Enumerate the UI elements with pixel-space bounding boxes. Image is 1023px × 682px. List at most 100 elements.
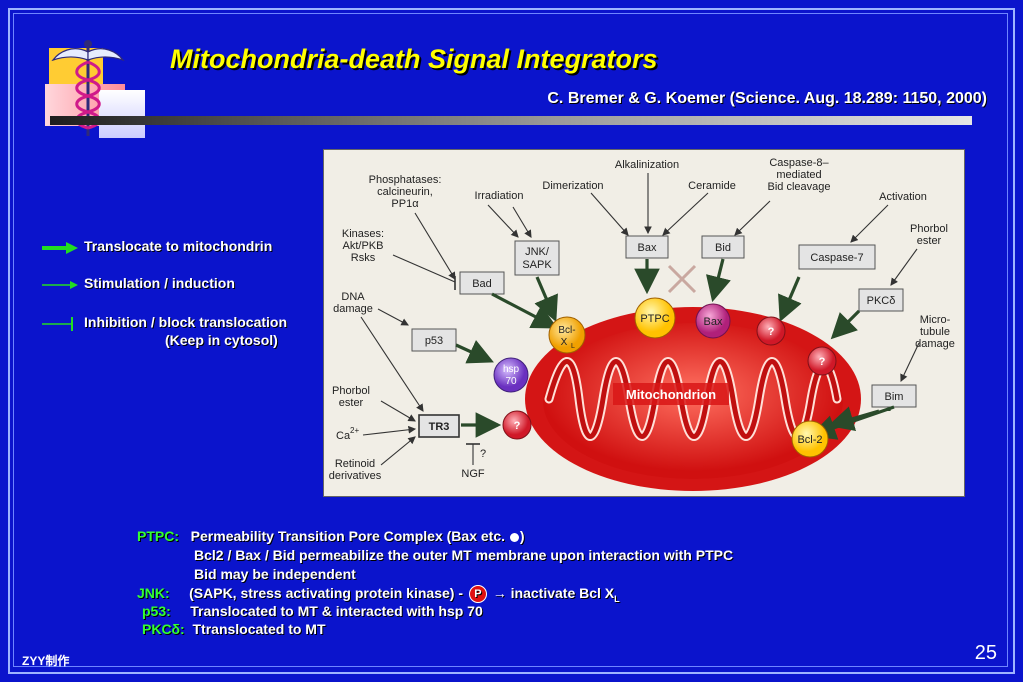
box-bid-label: Bid bbox=[715, 242, 731, 254]
note-pkc-key: PKCδ: bbox=[142, 621, 185, 637]
circle-hsp70: hsp 70 bbox=[493, 357, 529, 393]
box-tr3-label: TR3 bbox=[429, 421, 450, 433]
mitochondrion: Mitochondrion bbox=[525, 307, 861, 491]
box-tr3: TR3 bbox=[418, 414, 460, 438]
legend-inhibition-sub: (Keep in cytosol) bbox=[165, 332, 278, 348]
note-ptpc-line3: Bid may be independent bbox=[194, 566, 356, 582]
note-jnk-sub: L bbox=[614, 593, 620, 604]
box-jnk: JNK/ SAPK bbox=[514, 240, 560, 276]
circle-question-1-label: ? bbox=[768, 326, 775, 338]
label-retinoid-1: Retinoid bbox=[335, 458, 375, 470]
footer-credit: ZYY制作 bbox=[22, 654, 70, 668]
box-pkc-label: PKCδ bbox=[867, 295, 896, 307]
note-ptpc-key: PTPC: bbox=[137, 528, 179, 544]
diagram-circles: PTPC Bax Bcl- X L hsp 70 ? bbox=[493, 297, 837, 458]
label-caspase8-1: Caspase-8– bbox=[769, 157, 829, 169]
phosphate-icon: P bbox=[468, 585, 487, 604]
label-phorbol-left-1: Phorbol bbox=[332, 385, 370, 397]
note-jnk-tail: → inactivate Bcl X bbox=[492, 585, 615, 601]
diagram-arrows bbox=[360, 173, 920, 466]
circle-hsp70-line1: hsp bbox=[503, 364, 520, 375]
circle-hsp70-line2: 70 bbox=[505, 376, 517, 387]
label-alkalinization: Alkalinization bbox=[615, 159, 679, 171]
circle-bcl2: Bcl-2 bbox=[791, 420, 829, 458]
label-ngf: NGF bbox=[461, 468, 485, 480]
circle-question-1: ? bbox=[756, 316, 786, 346]
diagram-boxes: JNK/ SAPK Bax Bid Caspase-7 Bad PKCδ bbox=[411, 235, 917, 438]
box-caspase7: Caspase-7 bbox=[798, 244, 876, 270]
label-ceramide: Ceramide bbox=[688, 180, 736, 192]
legend-stimulation-label: Stimulation / induction bbox=[84, 275, 235, 291]
label-phosphatases-3: PP1α bbox=[391, 198, 419, 210]
label-microtubule-1: Micro- bbox=[920, 314, 951, 326]
circle-bcl2-label: Bcl-2 bbox=[797, 434, 822, 446]
citation: C. Bremer & G. Koemer (Science. Aug. 18.… bbox=[547, 90, 987, 107]
slide-border-outer bbox=[8, 8, 1015, 674]
note-jnk: JNK: (SAPK, stress activating protein ki… bbox=[137, 585, 620, 604]
label-phosphatases-1: Phosphatases: bbox=[369, 174, 442, 186]
box-caspase7-label: Caspase-7 bbox=[810, 252, 863, 264]
note-pkc: PKCδ: Ttranslocated to MT bbox=[142, 621, 326, 637]
slide-title: Mitochondria-death Signal Integrators bbox=[170, 44, 658, 74]
box-bad: Bad bbox=[459, 271, 505, 295]
label-dna-damage-2: damage bbox=[333, 303, 373, 315]
note-ptpc-close: ) bbox=[519, 528, 525, 544]
circle-ptpc-label: PTPC bbox=[640, 313, 669, 325]
label-phorbol-right-2: ester bbox=[917, 235, 942, 247]
diagram-text-labels: Phosphatases: calcineurin, PP1α Irradiat… bbox=[329, 157, 955, 482]
mitochondria-pathway-diagram: Mitochondrion Phosphatases: calcineurin,… bbox=[323, 149, 965, 497]
note-pkc-text: Ttranslocated to MT bbox=[192, 621, 326, 637]
circle-bcl-xl-x: X bbox=[561, 337, 568, 348]
label-phorbol-right-1: Phorbol bbox=[910, 223, 948, 235]
label-ca-sup: 2+ bbox=[350, 426, 359, 435]
label-kinases-3: Rsks bbox=[351, 252, 376, 264]
note-p53: p53: Translocated to MT & interacted wit… bbox=[142, 603, 483, 619]
box-p53: p53 bbox=[411, 328, 457, 352]
label-kinases-2: Akt/PKB bbox=[343, 240, 384, 252]
inhibition-bar-icon bbox=[42, 317, 73, 331]
label-kinases-1: Kinases: bbox=[342, 228, 384, 240]
translocation-arrows bbox=[455, 258, 895, 440]
box-bax-label: Bax bbox=[638, 242, 657, 254]
box-pkc: PKCδ bbox=[858, 288, 904, 312]
label-irradiation: Irradiation bbox=[475, 190, 524, 202]
mitochondrion-label: Mitochondrion bbox=[626, 387, 716, 402]
box-bid: Bid bbox=[701, 235, 745, 259]
note-ptpc-text: Permeability Transition Pore Complex (Ba… bbox=[190, 528, 505, 544]
dot-icon bbox=[509, 532, 519, 542]
label-retinoid-2: derivatives bbox=[329, 470, 382, 482]
label-phorbol-left-2: ester bbox=[339, 397, 364, 409]
box-bim-label: Bim bbox=[885, 391, 904, 403]
title-rule bbox=[50, 116, 972, 125]
circle-bcl-xl-sub: L bbox=[571, 343, 575, 350]
label-microtubule-2: tubule bbox=[920, 326, 950, 338]
thick-arrow-icon bbox=[42, 242, 78, 254]
label-ca: Ca bbox=[336, 430, 351, 442]
circle-question-3: ? bbox=[502, 410, 532, 440]
legend-inhibition-label: Inhibition / block translocation bbox=[84, 314, 288, 330]
page-number: 25 bbox=[974, 642, 997, 664]
box-bax: Bax bbox=[625, 235, 669, 259]
logo-white-square bbox=[99, 90, 145, 138]
circle-bcl-xl: Bcl- X L bbox=[548, 316, 586, 354]
note-p53-text: Translocated to MT & interacted with hsp… bbox=[190, 603, 483, 619]
note-ptpc: PTPC: Permeability Transition Pore Compl… bbox=[137, 528, 525, 544]
slide-border-inner bbox=[13, 13, 1008, 667]
box-p53-label: p53 bbox=[425, 335, 443, 347]
label-phosphatases-2: calcineurin, bbox=[377, 186, 433, 198]
circle-question-3-label: ? bbox=[514, 420, 521, 432]
label-caspase8-3: Bid cleavage bbox=[768, 181, 831, 193]
circle-question-2-label: ? bbox=[819, 356, 826, 368]
label-dna-damage-1: DNA bbox=[341, 291, 365, 303]
note-jnk-key: JNK: bbox=[137, 585, 170, 601]
box-jnk-line1: JNK/ bbox=[525, 246, 550, 258]
label-ngf-q: ? bbox=[480, 448, 486, 460]
circle-bax-label: Bax bbox=[704, 316, 723, 328]
box-bad-label: Bad bbox=[472, 278, 492, 290]
circle-question-2: ? bbox=[807, 346, 837, 376]
note-p53-key: p53: bbox=[142, 603, 171, 619]
label-dimerization: Dimerization bbox=[542, 180, 603, 192]
thin-arrow-icon bbox=[42, 281, 78, 289]
label-caspase8-2: mediated bbox=[776, 169, 821, 181]
